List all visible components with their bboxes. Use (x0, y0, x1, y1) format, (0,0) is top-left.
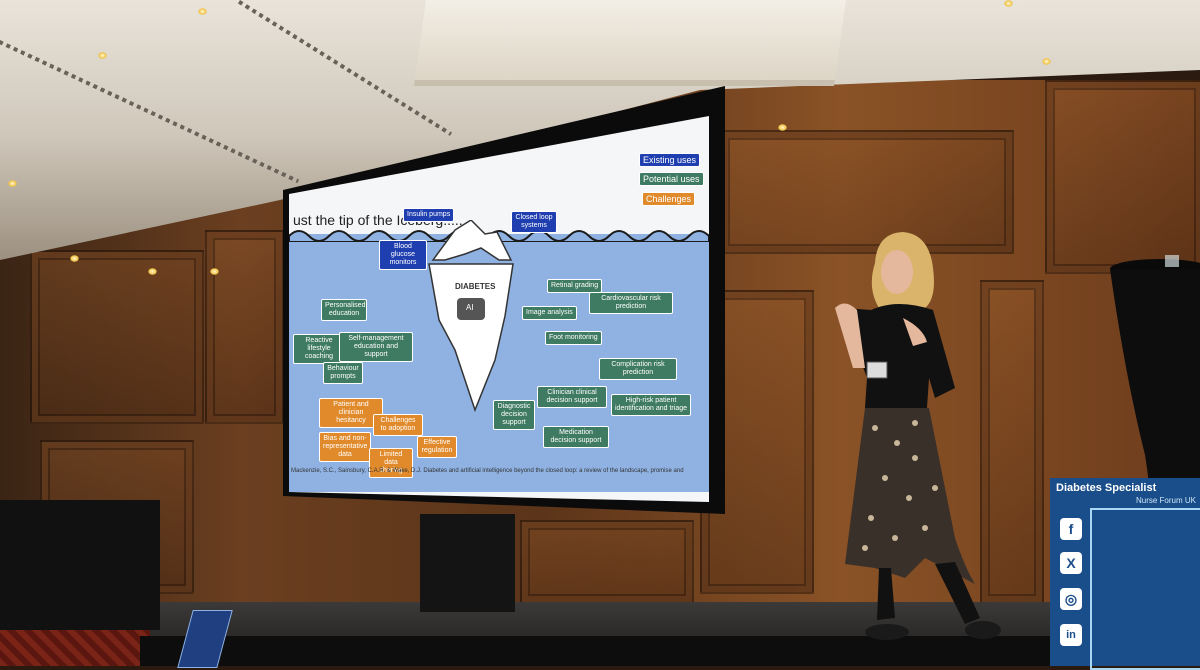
wall-light (210, 268, 219, 275)
wall-panel (205, 230, 284, 424)
wall-light (148, 268, 157, 275)
tag-clinician-decision-support: Clinician clinical decision support (537, 386, 607, 408)
presenter (835, 232, 1001, 640)
tag-reactive-coaching: Reactive lifestyle coaching (293, 334, 345, 364)
projector-stand (420, 514, 515, 612)
tag-diagnostic-decision-support: Diagnostic decision support (493, 400, 535, 430)
tag-bias-data: Bias and non-representative data (319, 432, 371, 462)
banner-title: Diabetes Specialist (1056, 482, 1157, 494)
ceiling-light (8, 180, 17, 187)
tag-closed-loop: Closed loop systems (511, 211, 557, 233)
banner-frame (1090, 508, 1200, 670)
tag-cardiovascular-risk: Cardiovascular risk prediction (589, 292, 673, 314)
presentation-slide: ust the tip of the Iceberg..... Existing… (289, 116, 709, 502)
facebook-icon: f (1060, 518, 1082, 540)
banner-subtitle: Nurse Forum UK (1135, 496, 1196, 505)
wall-panel (30, 250, 204, 424)
event-banner: Diabetes Specialist Nurse Forum UK f X ◎… (1050, 478, 1200, 670)
instagram-icon: ◎ (1060, 588, 1082, 610)
tag-effective-regulation: Effective regulation (417, 436, 457, 458)
tag-limited-data-sharing: Limited data sharing (369, 448, 413, 478)
ceiling-light (198, 8, 207, 15)
x-icon: X (1060, 552, 1082, 574)
iceberg-graphic (428, 220, 514, 413)
iceberg-label: DIABETES (455, 282, 496, 291)
ceiling-light (98, 52, 107, 59)
ai-chip-label: AI (466, 303, 474, 312)
stage-edge (140, 636, 1200, 666)
slide-reference: Mackenzie, S.C., Sainsbury, C.A.R. & Wak… (291, 468, 684, 474)
wall-light (70, 255, 79, 262)
tag-insulin-pumps: Insulin pumps (403, 208, 455, 222)
tag-personalised-education: Personalised education (321, 299, 367, 321)
legend-potential: Potential uses (639, 172, 704, 186)
tag-medication-decision-support: Medication decision support (543, 426, 609, 448)
linkedin-icon: in (1060, 624, 1082, 646)
tag-complication-risk: Complication risk prediction (599, 358, 677, 380)
wall-panel (980, 280, 1044, 604)
tag-retinal-grading: Retinal grading (547, 279, 603, 293)
ceiling-light (1004, 0, 1013, 7)
ceiling-vent (0, 40, 300, 184)
tag-behaviour-prompts: Behaviour prompts (323, 362, 363, 384)
wall-light (778, 124, 787, 131)
ceiling-coffer (413, 0, 847, 86)
wall-panel (1045, 80, 1200, 274)
tag-foot-monitoring: Foot monitoring (545, 331, 602, 345)
left-cabinet (0, 500, 160, 630)
wall-light (1042, 58, 1051, 65)
legend-challenges: Challenges (642, 192, 696, 206)
wall-panel (520, 520, 694, 604)
tag-challenges-to-adoption: Challenges to adoption (373, 414, 423, 436)
tag-high-risk-triage: High-risk patient identification and tri… (611, 394, 691, 416)
tag-patient-hesitancy: Patient and clinician hesitancy (319, 398, 383, 428)
tag-blood-glucose-monitors: Blood glucose monitors (379, 240, 427, 270)
tag-self-management: Self-management education and support (339, 332, 413, 362)
tag-image-analysis: Image analysis (522, 306, 577, 320)
legend-existing: Existing uses (639, 153, 701, 167)
